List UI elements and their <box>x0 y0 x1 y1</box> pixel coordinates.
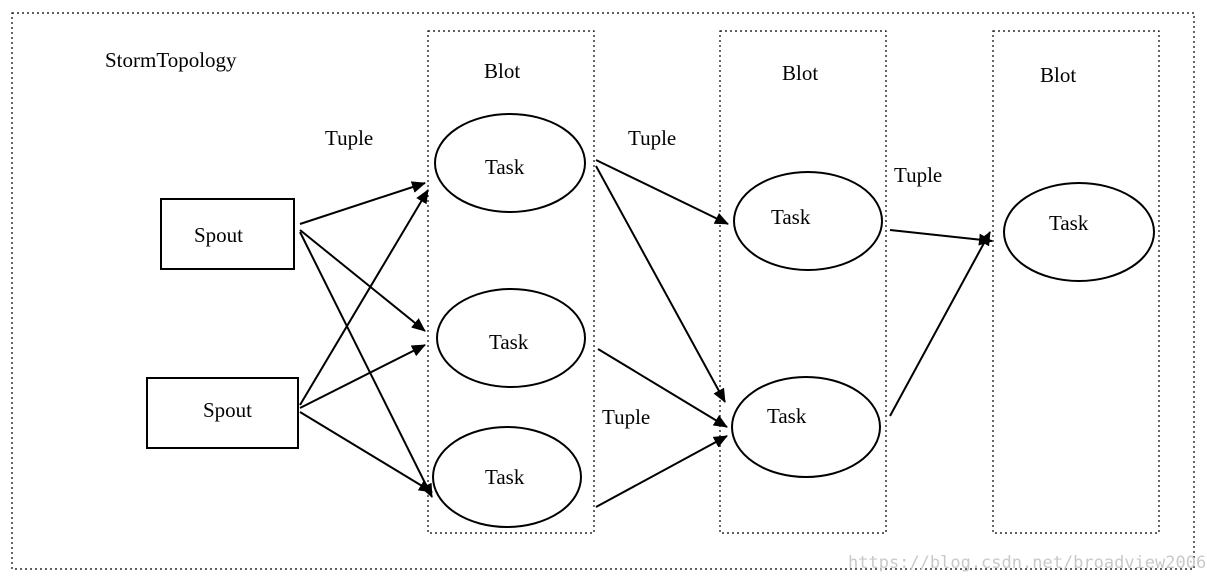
bolt-heading-3: Blot <box>1040 63 1076 87</box>
task-label-b3-1: Task <box>1049 211 1089 235</box>
spout-node-1: Spout <box>160 198 295 270</box>
spout-label-2: Spout <box>203 398 252 422</box>
watermark-text: https://blog.csdn.net/broadview2006 <box>848 553 1206 573</box>
edge-b1-1-to-b2-1 <box>595 159 729 225</box>
edge-label-tuple-2: Tuple <box>628 126 676 150</box>
task-node-b2-1: Task <box>733 171 883 271</box>
task-node-b3-1: Task <box>1003 182 1155 282</box>
task-label-b1-2: Task <box>489 330 529 354</box>
spout-label-1: Spout <box>194 223 243 247</box>
edge-b1-2-to-b2-2 <box>597 348 728 428</box>
topology-boundary <box>11 12 1195 570</box>
task-node-b1-2: Task <box>436 288 586 388</box>
task-node-b1-3: Task <box>432 426 582 528</box>
edge-spout2-task-b1-1 <box>299 189 429 406</box>
edge-spout1-task-b1-3 <box>299 231 433 498</box>
edge-spout2-task-b1-3 <box>299 411 433 493</box>
task-label-b1-1: Task <box>485 155 525 179</box>
edge-spout1-task-b1-1 <box>299 181 426 225</box>
bolt-heading-2: Blot <box>782 61 818 85</box>
edge-b2-1-to-b3-1 <box>889 229 993 246</box>
edge-label-tuple-1: Tuple <box>325 126 373 150</box>
edge-spout1-task-b1-2 <box>299 229 426 332</box>
task-label-b2-1: Task <box>771 205 811 229</box>
spout-node-2: Spout <box>146 377 299 449</box>
edge-b2-2-to-b3-1 <box>889 231 991 417</box>
task-label-b2-2: Task <box>767 404 807 428</box>
task-node-b2-2: Task <box>731 376 881 478</box>
edge-label-tuple-3: Tuple <box>894 163 942 187</box>
edge-spout2-task-b1-2 <box>299 344 426 409</box>
bolt-column-1 <box>427 30 595 534</box>
edge-label-tuple-4: Tuple <box>602 405 650 429</box>
task-node-b1-1: Task <box>434 113 586 213</box>
bolt-column-2 <box>719 30 887 534</box>
diagram-title: StormTopology <box>105 48 237 72</box>
edge-b1-3-to-b2-2 <box>595 435 728 508</box>
bolt-column-3 <box>992 30 1160 534</box>
task-label-b1-3: Task <box>485 465 525 489</box>
edge-b1-1-to-b2-2 <box>595 165 726 403</box>
bolt-heading-1: Blot <box>484 59 520 83</box>
